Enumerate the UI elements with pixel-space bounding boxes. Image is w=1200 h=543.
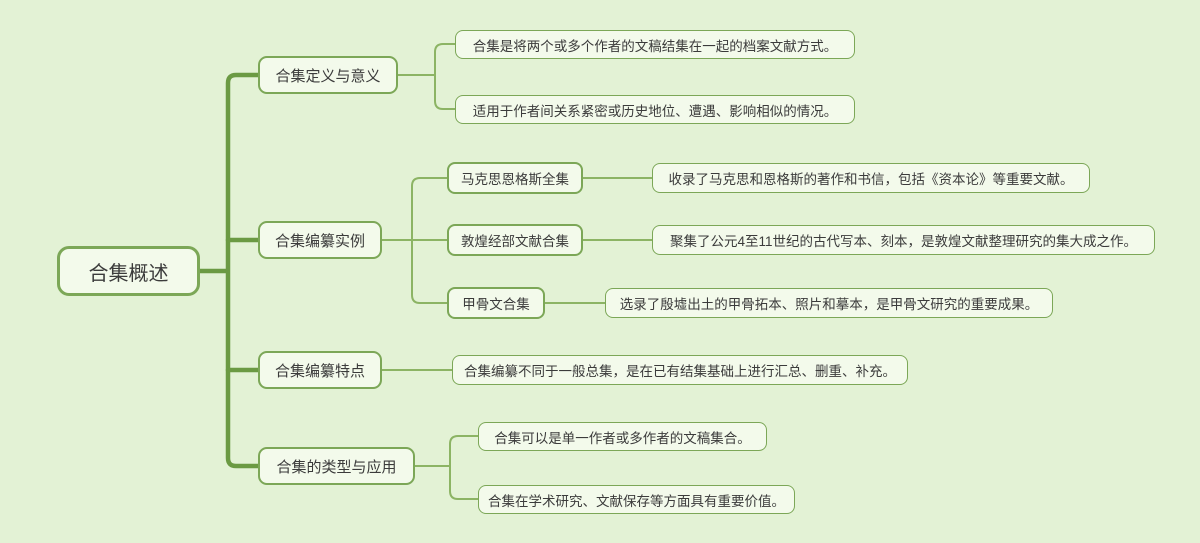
subtopic-node-2a[interactable]: 马克思恩格斯全集 — [447, 162, 583, 194]
subtopic-node-2b[interactable]: 敦煌经部文献合集 — [447, 224, 583, 256]
central-topic-node[interactable]: 合集概述 — [57, 246, 200, 296]
detail-node-3[interactable]: 合集编纂不同于一般总集，是在已有结集基础上进行汇总、删重、补充。 — [452, 355, 908, 385]
detail-node-1a[interactable]: 合集是将两个或多个作者的文稿结集在一起的档案文献方式。 — [455, 30, 855, 59]
detail-node-4b[interactable]: 合集在学术研究、文献保存等方面具有重要价值。 — [478, 485, 795, 514]
topic-label: 合集在学术研究、文献保存等方面具有重要价值。 — [488, 493, 785, 509]
topic-label: 选录了殷墟出土的甲骨拓本、照片和摹本，是甲骨文研究的重要成果。 — [619, 297, 1039, 312]
detail-node-2b[interactable]: 聚集了公元4至11世纪的古代写本、刻本，是敦煌文献整理研究的集大成之作。 — [652, 225, 1155, 255]
trunk-connector-line — [225, 72, 261, 469]
topic-label: 马克思恩格斯全集 — [461, 172, 569, 187]
branch-connector-line — [413, 465, 479, 500]
topic-label: 合集编纂不同于一般总集，是在已有结集基础上进行汇总、删重、补充。 — [464, 364, 896, 379]
branch-node-4[interactable]: 合集的类型与应用 — [258, 447, 415, 485]
topic-label: 合集的类型与应用 — [276, 458, 397, 476]
topic-label: 合集定义与意义 — [275, 67, 381, 85]
topic-label: 合集可以是单一作者或多作者的文稿集合。 — [494, 430, 751, 446]
branch-node-3[interactable]: 合集编纂特点 — [258, 351, 382, 389]
topic-label: 合集编纂特点 — [274, 362, 365, 380]
topic-label: 适用于作者间关系紧密或历史地位、遭遇、影响相似的情况。 — [472, 103, 838, 119]
branch-connector-line — [413, 435, 479, 467]
detail-node-2a[interactable]: 收录了马克思和恩格斯的著作和书信，包括《资本论》等重要文献。 — [652, 163, 1090, 193]
topic-label: 合集是将两个或多个作者的文稿结集在一起的档案文献方式。 — [472, 38, 838, 54]
branch-connector-line — [381, 239, 448, 304]
topic-label: 甲骨文合集 — [462, 297, 530, 312]
branch-connector-line — [397, 74, 456, 110]
detail-node-2c[interactable]: 选录了殷墟出土的甲骨拓本、照片和摹本，是甲骨文研究的重要成果。 — [605, 288, 1053, 318]
topic-label: 聚集了公元4至11世纪的古代写本、刻本，是敦煌文献整理研究的集大成之作。 — [669, 234, 1138, 249]
branch-node-2[interactable]: 合集编纂实例 — [258, 221, 382, 259]
topic-label: 收录了马克思和恩格斯的著作和书信，包括《资本论》等重要文献。 — [668, 172, 1074, 187]
branch-connector-line — [397, 43, 456, 76]
detail-node-1b[interactable]: 适用于作者间关系紧密或历史地位、遭遇、影响相似的情况。 — [455, 95, 855, 124]
branch-node-1[interactable]: 合集定义与意义 — [258, 56, 398, 94]
detail-node-4a[interactable]: 合集可以是单一作者或多作者的文稿集合。 — [478, 422, 767, 451]
topic-label: 合集概述 — [88, 262, 169, 285]
topic-label: 敦煌经部文献合集 — [461, 234, 569, 249]
topic-label: 合集编纂实例 — [274, 232, 365, 250]
branch-connector-line — [381, 177, 448, 241]
subtopic-node-2c[interactable]: 甲骨文合集 — [447, 287, 545, 319]
